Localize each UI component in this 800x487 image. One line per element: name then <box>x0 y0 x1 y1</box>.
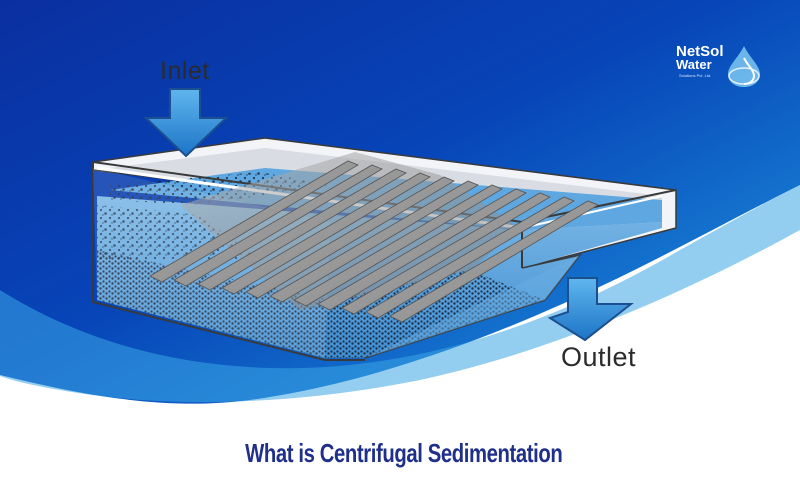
inclined-plate <box>269 180 479 303</box>
outlet-arrow-icon <box>547 277 634 342</box>
caption-title: What is Centrifugal Sedimentation <box>245 438 563 468</box>
logo-tagline: Solutions Pvt. Ltd. <box>679 73 712 78</box>
netsol-logo: NetSol Water Solutions Pvt. Ltd. <box>676 44 766 92</box>
inclined-plate <box>245 176 455 299</box>
inclined-plate <box>293 184 503 307</box>
light-swoosh <box>0 185 800 403</box>
outlet-label: Outlet <box>561 342 637 372</box>
water-drop-icon <box>728 46 760 87</box>
inclined-plates <box>149 152 599 323</box>
inclined-plate <box>173 164 383 287</box>
inclined-plate <box>389 200 599 323</box>
inclined-plate <box>317 188 527 311</box>
inclined-plate <box>221 172 431 295</box>
inclined-plate <box>341 192 551 315</box>
inclined-plate <box>365 196 575 319</box>
inclined-plate <box>197 168 407 291</box>
logo-name: NetSol <box>676 43 724 60</box>
inlet-label: Inlet <box>160 57 210 85</box>
inclined-plate <box>149 160 359 283</box>
logo-subname: Water <box>676 57 712 72</box>
inlet-arrow-icon <box>143 88 229 158</box>
